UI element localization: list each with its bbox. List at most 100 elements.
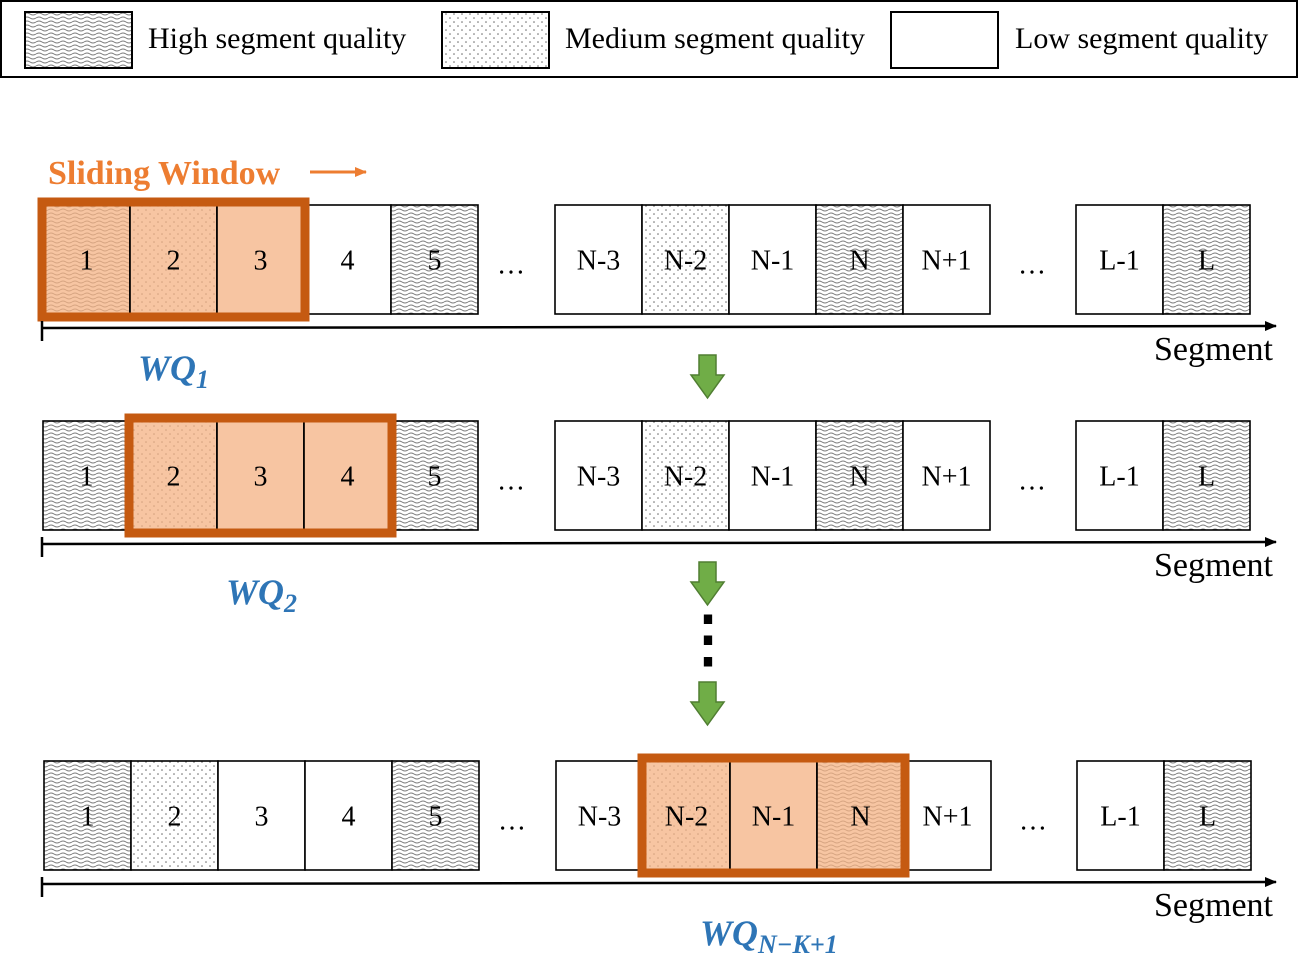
segment-label: 4 <box>341 246 355 277</box>
segment-box-medium <box>130 760 219 871</box>
vertical-dots: ⋮ <box>677 606 739 674</box>
wq-subscript: 2 <box>283 589 297 618</box>
segment-cell: 5 <box>390 204 479 315</box>
down-arrow-2 <box>689 561 726 607</box>
segment-cell: 3 <box>217 760 306 871</box>
legend: High segment quality Medium segment qual… <box>0 0 1298 78</box>
legend-swatch-low <box>890 11 999 69</box>
segment-axis <box>41 877 1277 888</box>
legend-item-high: High segment quality <box>24 11 406 69</box>
segment-label: N-2 <box>664 462 708 493</box>
window-highlight <box>130 205 217 314</box>
ellipsis-2: … <box>1018 466 1046 497</box>
segment-label: L <box>1198 246 1215 277</box>
segment-label: 3 <box>254 462 268 493</box>
legend-label-medium: Medium segment quality <box>565 22 865 55</box>
segment-box-high <box>390 204 479 315</box>
window-highlight <box>217 421 304 530</box>
segment-label: 5 <box>428 246 442 277</box>
segment-cell: 5 <box>390 420 479 531</box>
window-quality-label: WQ1 <box>138 348 209 394</box>
segment-label: L-1 <box>1099 246 1139 277</box>
axis-label: Segment <box>1154 887 1274 924</box>
segment-cell: 4 <box>304 760 393 871</box>
segment-label: 3 <box>254 246 268 277</box>
window-highlight <box>43 205 130 314</box>
ellipsis-2: … <box>1018 250 1046 281</box>
axis-label: Segment <box>1154 331 1274 368</box>
down-arrows <box>689 354 726 727</box>
segment-cell: N <box>815 204 904 315</box>
down-arrow-1 <box>689 354 726 400</box>
segment-cell: N-1 <box>728 204 817 315</box>
segment-box-medium <box>641 420 730 531</box>
segment-box-low <box>728 420 817 531</box>
segment-label: N <box>849 462 869 493</box>
segment-label: N-1 <box>752 802 796 833</box>
window-highlight <box>817 761 904 870</box>
legend-swatch-medium <box>441 11 550 69</box>
segment-label: 1 <box>81 802 95 833</box>
segment-label: N+1 <box>921 246 971 277</box>
segment-label: N <box>849 246 869 277</box>
segment-label: N-3 <box>577 462 621 493</box>
segment-cell: 1 <box>42 420 131 531</box>
segment-label: L <box>1199 802 1216 833</box>
segment-cell: N+1 <box>903 760 992 871</box>
segment-box-high <box>43 760 132 871</box>
ellipsis-1: … <box>497 250 525 281</box>
segment-box-low <box>903 760 992 871</box>
segment-cell: 5 <box>391 760 480 871</box>
segment-label: L-1 <box>1099 462 1139 493</box>
segment-label: 4 <box>342 802 356 833</box>
segment-label: 4 <box>341 462 355 493</box>
sliding-window-frame <box>637 753 910 878</box>
segment-cell: N-3 <box>555 760 644 871</box>
window-highlight <box>217 205 304 314</box>
segment-label: L-1 <box>1100 802 1140 833</box>
segment-cell: 2 <box>130 760 219 871</box>
segment-label: N-1 <box>751 246 795 277</box>
segment-box-low <box>1075 204 1164 315</box>
segment-cell: 1 <box>42 204 131 315</box>
segment-box-low <box>1076 760 1165 871</box>
segment-box-low <box>554 420 643 531</box>
segment-label: 5 <box>428 462 442 493</box>
segment-cell: L <box>1163 760 1252 871</box>
segment-cell: N+1 <box>902 204 991 315</box>
segment-cell: N+1 <box>902 420 991 531</box>
segment-label: N+1 <box>922 802 972 833</box>
segment-cell: N-2 <box>641 420 730 531</box>
segment-cell: 1 <box>43 760 132 871</box>
segment-label: N-1 <box>751 462 795 493</box>
segment-box-high <box>42 420 131 531</box>
segment-label: 1 <box>80 246 94 277</box>
wq-base: WQ <box>138 348 196 388</box>
sliding-window-label: Sliding Window <box>48 155 281 192</box>
segment-cell: L-1 <box>1076 760 1165 871</box>
legend-item-low: Low segment quality <box>890 11 1268 69</box>
segment-label: N+1 <box>921 462 971 493</box>
window-highlight <box>730 761 817 870</box>
segment-label: 3 <box>255 802 269 833</box>
legend-label-high: High segment quality <box>148 22 406 55</box>
segment-cell: 4 <box>303 204 392 315</box>
segment-label: 2 <box>167 462 181 493</box>
segment-box-high <box>815 420 904 531</box>
segment-cell: N-1 <box>729 760 818 871</box>
segment-cell: 3 <box>216 420 305 531</box>
segment-cell: N-2 <box>641 204 730 315</box>
segment-cell: 2 <box>129 204 218 315</box>
segment-label: 2 <box>168 802 182 833</box>
segment-box-low <box>1075 420 1164 531</box>
segment-label: N-3 <box>578 802 622 833</box>
segment-box-high <box>1163 760 1252 871</box>
segment-cell: L-1 <box>1075 204 1164 315</box>
segment-label: N-2 <box>665 802 709 833</box>
sliding-window-frame <box>37 197 310 322</box>
segment-cell: L <box>1162 204 1251 315</box>
